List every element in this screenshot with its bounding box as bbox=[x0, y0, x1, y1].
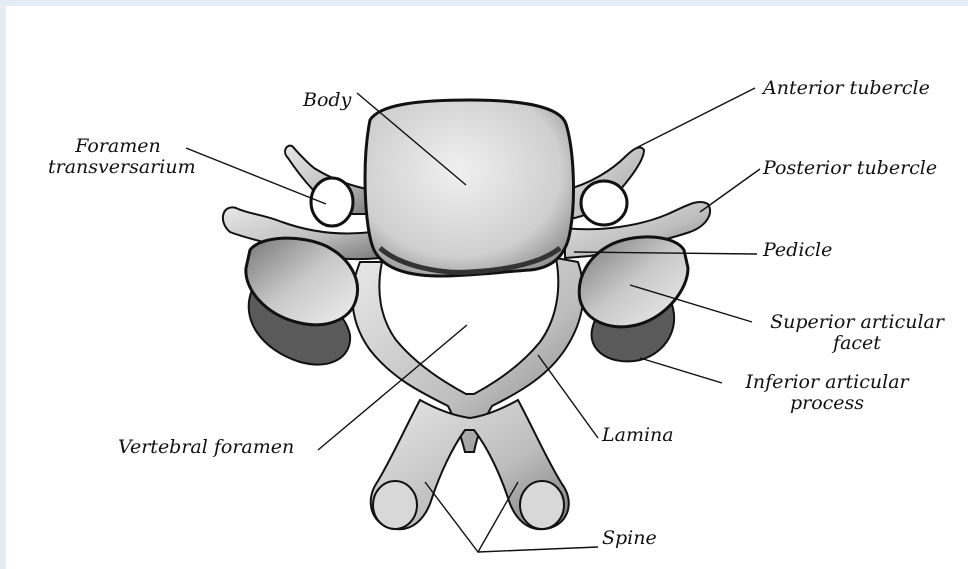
label-anterior-tubercle: Anterior tubercle bbox=[763, 78, 930, 99]
label-posterior-tubercle: Posterior tubercle bbox=[763, 158, 937, 179]
label-inferior-articular-process: Inferior articular process bbox=[728, 372, 926, 414]
leader-line-lamina bbox=[538, 355, 598, 438]
label-pedicle: Pedicle bbox=[763, 240, 832, 261]
label-superior-articular-facet-line1: Superior articular bbox=[756, 312, 958, 333]
label-lamina: Lamina bbox=[602, 425, 674, 446]
label-inferior-articular-process-line1: Inferior articular bbox=[728, 372, 926, 393]
spine-tubercle-left bbox=[373, 481, 417, 529]
label-inferior-articular-process-line2: process bbox=[728, 393, 926, 414]
spine-tubercle-right bbox=[520, 481, 564, 529]
label-body: Body bbox=[303, 90, 351, 111]
foramen-transversarium-left bbox=[311, 178, 353, 226]
leader-line-posterior-tubercle bbox=[700, 169, 760, 212]
label-superior-articular-facet-line2: facet bbox=[756, 333, 958, 354]
label-foramen-transversarium-line1: Foramen bbox=[48, 136, 188, 157]
leader-line-anterior-tubercle bbox=[636, 88, 755, 148]
label-foramen-transversarium: Foramen transversarium bbox=[48, 136, 188, 178]
label-foramen-transversarium-line2: transversarium bbox=[48, 157, 188, 178]
label-superior-articular-facet: Superior articular facet bbox=[756, 312, 958, 354]
leader-line-spine bbox=[425, 482, 518, 552]
leader-line-inferior-articular-process bbox=[640, 358, 722, 383]
leader-line-spine-horizontal bbox=[478, 547, 598, 552]
foramen-transversarium-right bbox=[581, 181, 627, 225]
label-spine: Spine bbox=[602, 528, 657, 549]
label-vertebral-foramen: Vertebral foramen bbox=[118, 437, 294, 458]
